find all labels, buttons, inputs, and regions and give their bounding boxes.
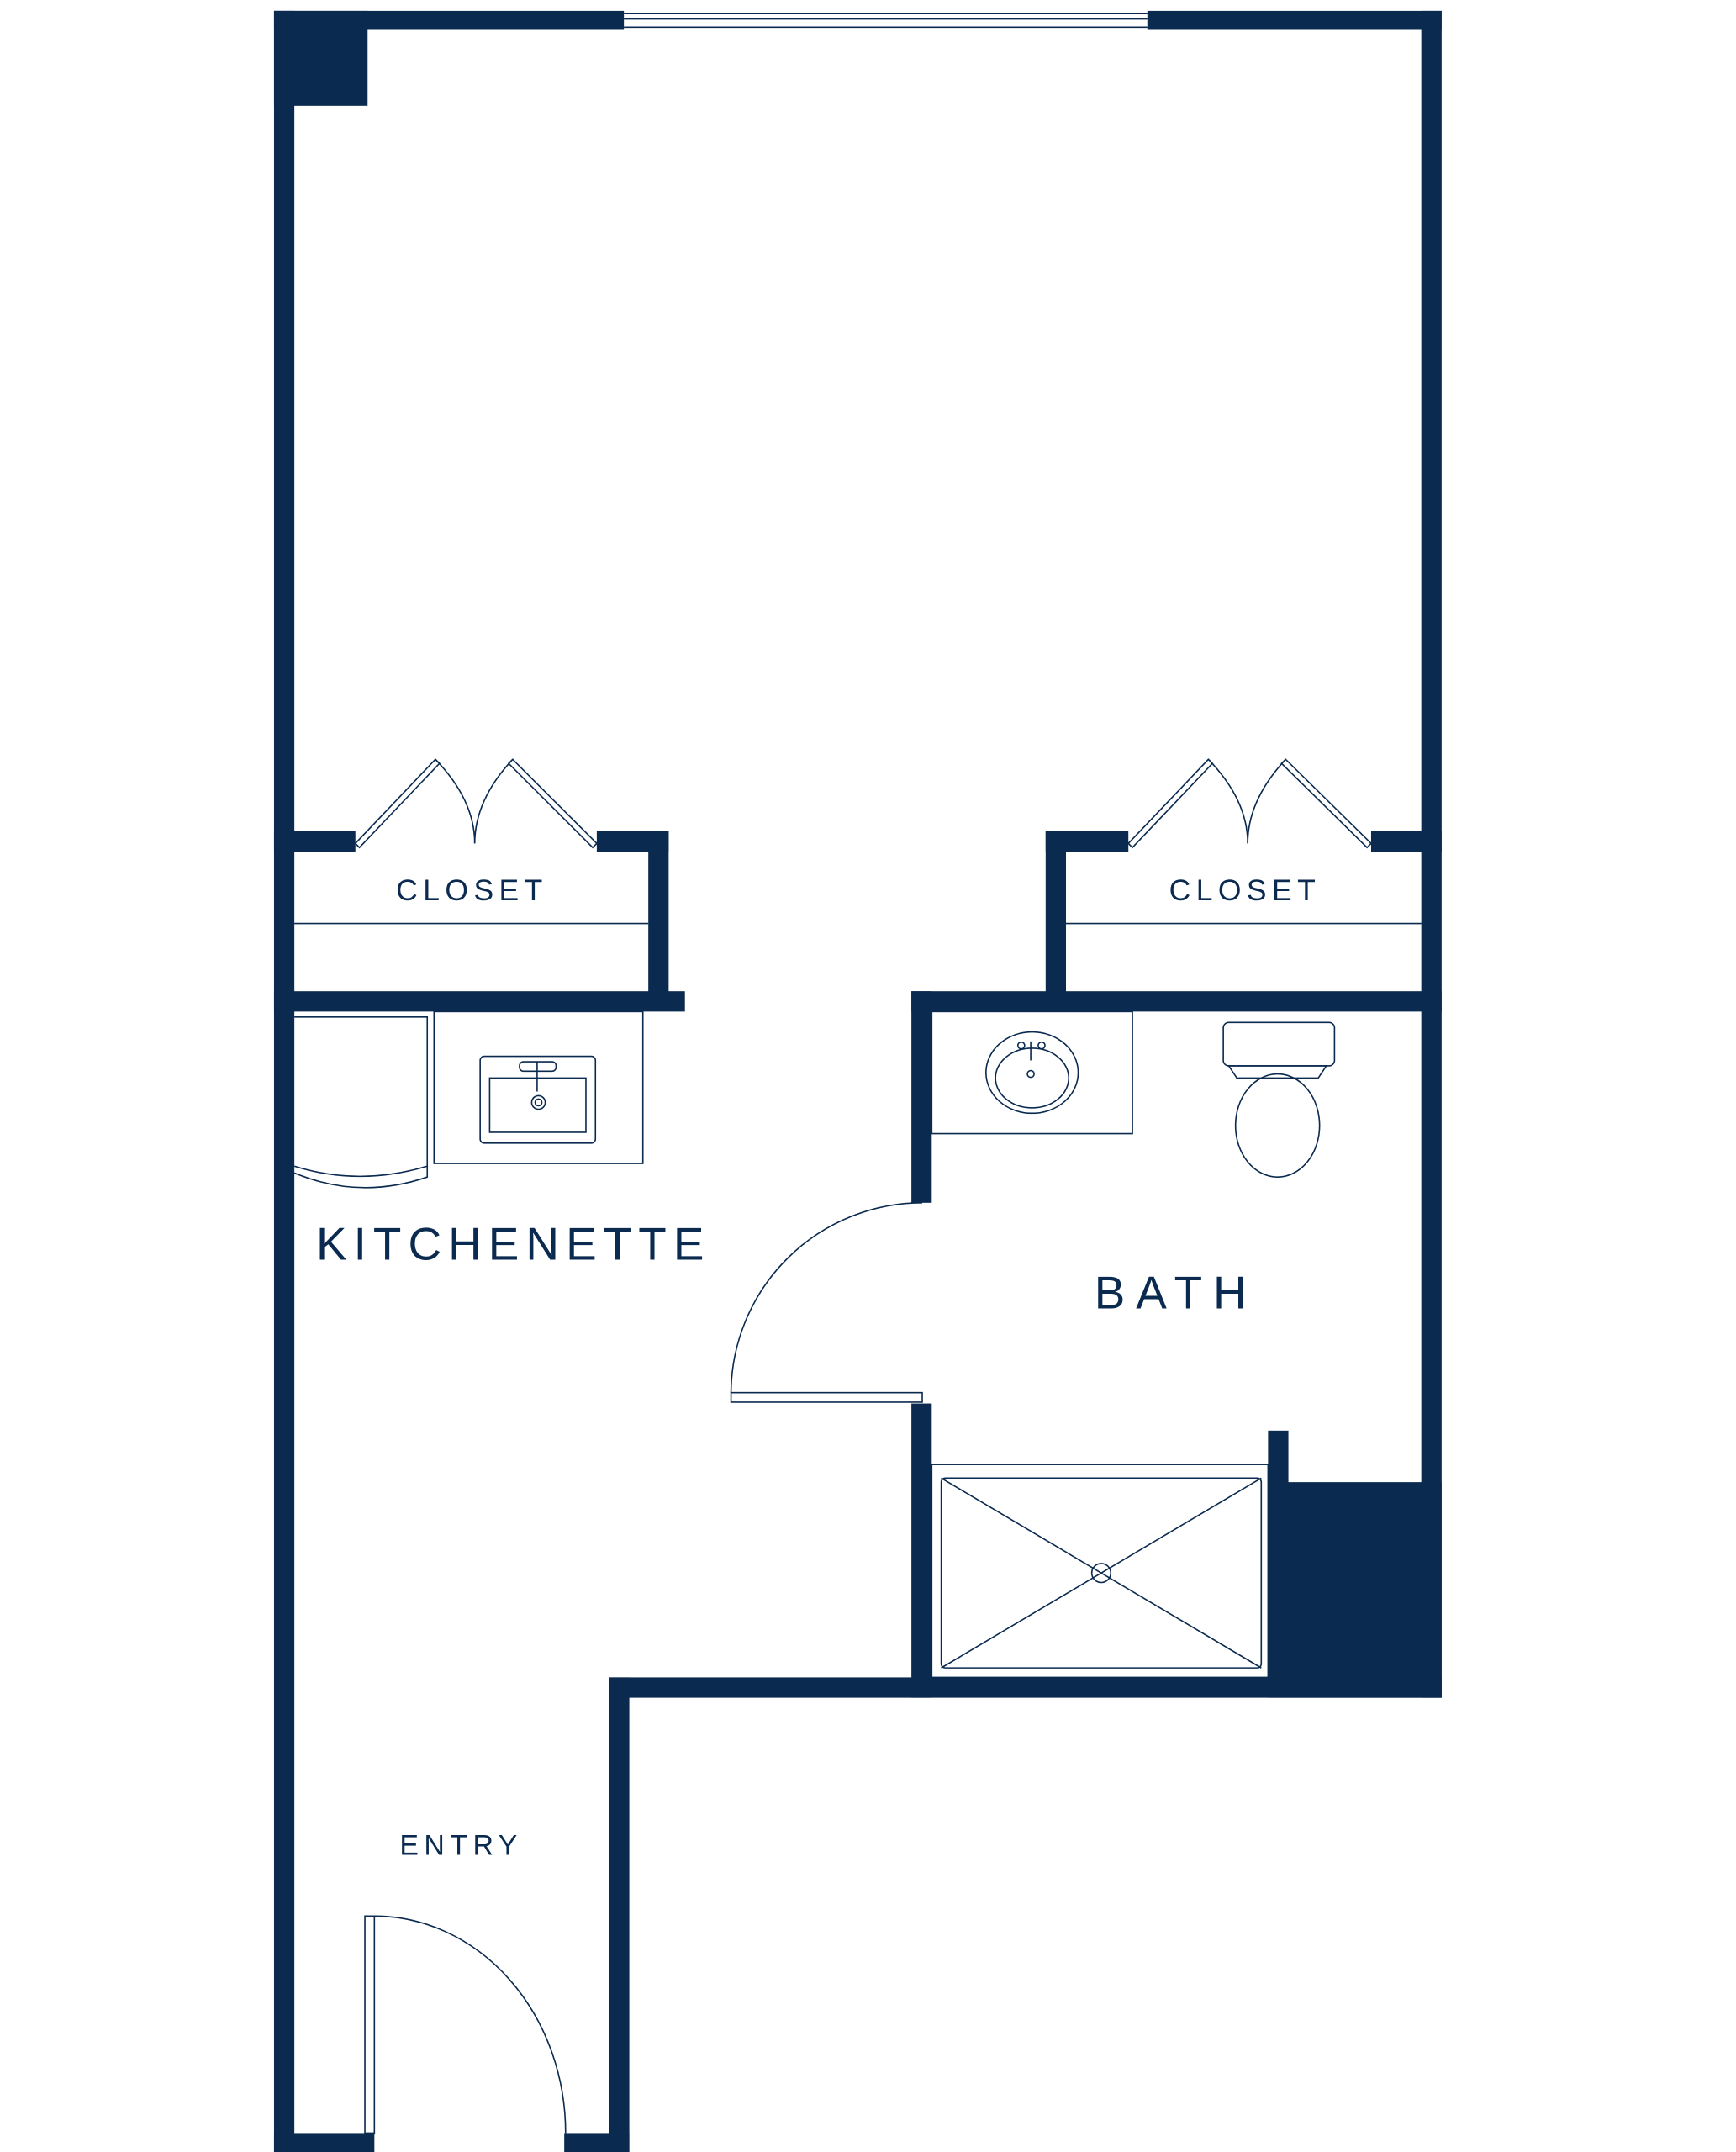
- kitchenette-fixtures: [293, 1010, 644, 1189]
- bath-sink-icon: [985, 1031, 1079, 1115]
- shower-icon: [931, 1464, 1269, 1679]
- closet-left-label: CLOSET: [396, 873, 548, 907]
- toilet-icon: [1222, 1021, 1336, 1067]
- entry-label: ENTRY: [399, 1830, 522, 1862]
- entry-door: [364, 1915, 567, 2134]
- walls: [273, 10, 1442, 2152]
- closet-right-label: CLOSET: [1169, 873, 1322, 907]
- kitchenette-label: KITCHENETTE: [316, 1218, 711, 1270]
- closet-right-doors: [1066, 758, 1422, 925]
- bath-label: BATH: [1095, 1267, 1258, 1319]
- bath-fixtures: [931, 1010, 1336, 1679]
- window: [624, 13, 1148, 29]
- closet-left-doors: [294, 758, 649, 925]
- bath-door: [730, 1202, 923, 1403]
- kitchen-sink-icon: [479, 1055, 597, 1144]
